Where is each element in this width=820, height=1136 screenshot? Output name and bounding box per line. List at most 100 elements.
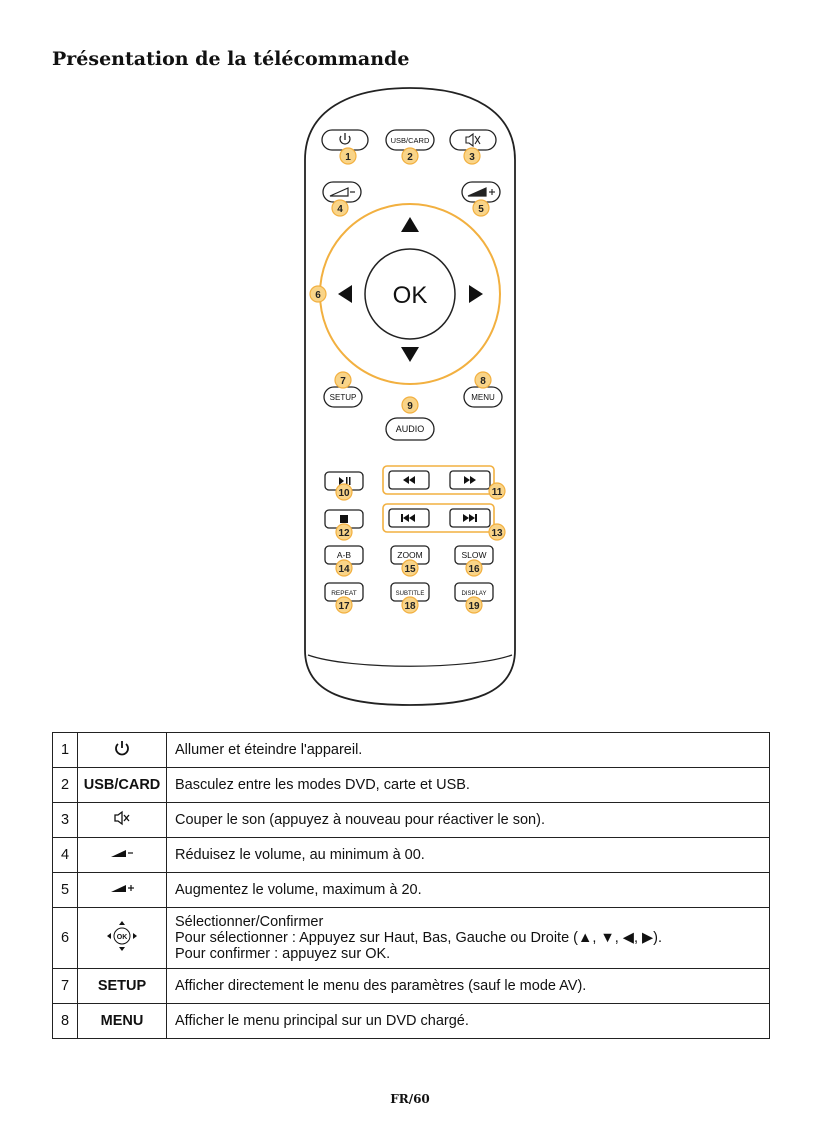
svg-text:18: 18	[404, 601, 416, 612]
svg-text:12: 12	[338, 528, 350, 539]
badge-1: 1	[339, 147, 357, 165]
menu-label: MENU	[471, 393, 495, 402]
svg-text:9: 9	[407, 401, 413, 412]
row-number: 4	[52, 837, 78, 873]
badge-19: 19	[465, 596, 483, 614]
remote-diagram: USB/CARD OK SETUP MENU AUDIO	[304, 87, 516, 706]
badge-14: 14	[335, 559, 353, 577]
badge-2: 2	[401, 147, 419, 165]
table-row: 5 Augmentez le volume, maximum à 20.	[52, 872, 770, 908]
left-arrow-button[interactable]	[338, 285, 352, 303]
table-row: 2 USB/CARD Basculez entre les modes DVD,…	[52, 767, 770, 803]
row-number: 7	[52, 968, 78, 1004]
row-key-label: SETUP	[77, 968, 167, 1004]
row-description-line: Sélectionner/Confirmer	[175, 914, 324, 930]
mute-icon	[114, 810, 130, 826]
svg-text:4: 4	[337, 204, 343, 215]
table-row: 6 OK Sélectionner/Confirmer Pour sélecti…	[52, 907, 770, 969]
row-description: Réduisez le volume, au minimum à 00.	[166, 837, 770, 873]
button-legend-table: 1 Allumer et éteindre l'appareil. 2 USB/…	[52, 732, 770, 1039]
row-description: Afficher directement le menu des paramèt…	[166, 968, 770, 1004]
play-pause-icon	[339, 477, 351, 485]
svg-text:7: 7	[340, 376, 346, 387]
svg-text:2: 2	[407, 152, 413, 163]
ok-label: OK	[393, 282, 428, 309]
row-description: Basculez entre les modes DVD, carte et U…	[166, 767, 770, 803]
row-number: 3	[52, 802, 78, 838]
badge-9: 9	[401, 396, 419, 414]
right-arrow-button[interactable]	[469, 285, 483, 303]
volume-down-icon	[329, 187, 355, 197]
ok-button[interactable]	[364, 248, 456, 340]
svg-text:16: 16	[468, 564, 480, 575]
table-row: 7 SETUP Afficher directement le menu des…	[52, 968, 770, 1004]
table-row: 4 Réduisez le volume, au minimum à 00.	[52, 837, 770, 873]
badge-16: 16	[465, 559, 483, 577]
svg-text:OK: OK	[117, 934, 128, 941]
audio-button[interactable]	[385, 417, 435, 441]
badge-18: 18	[401, 596, 419, 614]
svg-text:19: 19	[468, 601, 480, 612]
fast-forward-icon	[464, 476, 476, 484]
down-arrow-button[interactable]	[401, 347, 419, 362]
power-icon	[115, 741, 129, 756]
row-key-label: USB/CARD	[77, 767, 167, 803]
badge-8: 8	[474, 371, 492, 389]
row-number: 6	[52, 907, 78, 969]
table-row: 3 Couper le son (appuyez à nouveau pour …	[52, 802, 770, 838]
remote-base-line	[307, 654, 513, 667]
usb-card-label: USB/CARD	[391, 136, 430, 145]
slow-label: SLOW	[461, 550, 486, 560]
row-description-line: Pour confirmer : appuyez sur OK.	[175, 946, 391, 962]
badge-10: 10	[335, 483, 353, 501]
svg-text:15: 15	[404, 564, 416, 575]
svg-text:1: 1	[345, 152, 351, 163]
audio-label: AUDIO	[396, 424, 425, 434]
seek-group-frame	[382, 465, 495, 495]
row-number: 8	[52, 1003, 78, 1039]
subtitle-label: SUBTITLE	[396, 591, 425, 597]
page-number: FR/60	[390, 1092, 430, 1106]
up-arrow-button[interactable]	[401, 217, 419, 232]
volume-up-icon	[467, 187, 495, 197]
badge-15: 15	[401, 559, 419, 577]
badge-5: 5	[472, 199, 490, 217]
power-icon	[339, 133, 351, 145]
row-number: 1	[52, 732, 78, 768]
row-number: 5	[52, 872, 78, 908]
svg-text:5: 5	[478, 204, 484, 215]
svg-text:13: 13	[491, 528, 503, 539]
row-key-label: MENU	[77, 1003, 167, 1039]
badge-17: 17	[335, 596, 353, 614]
page-title: Présentation de la télécommande	[52, 48, 410, 70]
badge-6: 6	[309, 285, 327, 303]
svg-text:6: 6	[315, 290, 321, 301]
rewind-icon	[403, 476, 415, 484]
row-description: Augmentez le volume, maximum à 20.	[166, 872, 770, 908]
dpad-icon: OK	[107, 921, 137, 951]
volume-up-icon	[111, 885, 134, 892]
row-description: Afficher le menu principal sur un DVD ch…	[166, 1003, 770, 1039]
row-description-line: Pour sélectionner : Appuyez sur Haut, Ba…	[175, 930, 663, 946]
next-icon	[463, 514, 477, 522]
svg-text:17: 17	[338, 601, 350, 612]
svg-text:14: 14	[338, 564, 350, 575]
volume-down-icon	[111, 850, 133, 857]
svg-text:8: 8	[480, 376, 486, 387]
svg-text:10: 10	[338, 488, 350, 499]
svg-text:3: 3	[469, 152, 475, 163]
svg-text:11: 11	[492, 487, 503, 498]
mute-icon	[465, 132, 481, 148]
zoom-label: ZOOM	[397, 550, 423, 560]
setup-label: SETUP	[330, 393, 357, 402]
row-description: Couper le son (appuyez à nouveau pour ré…	[166, 802, 770, 838]
badge-4: 4	[331, 199, 349, 217]
volume-down-button[interactable]	[322, 181, 362, 203]
badge-3: 3	[463, 147, 481, 165]
badge-7: 7	[334, 371, 352, 389]
skip-group-frame	[382, 503, 495, 533]
ab-label: A-B	[337, 550, 352, 560]
previous-icon	[401, 514, 415, 522]
table-row: 8 MENU Afficher le menu principal sur un…	[52, 1003, 770, 1039]
table-row: 1 Allumer et éteindre l'appareil.	[52, 732, 770, 768]
